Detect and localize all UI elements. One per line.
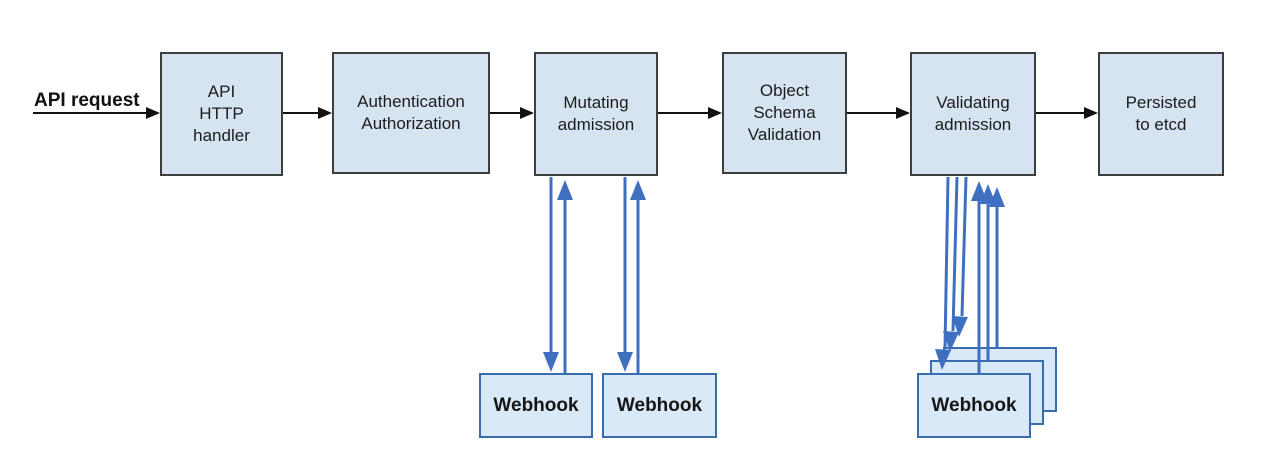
flow-arrow-schema-to-validating <box>847 107 910 119</box>
webhook-up-arrow-mutating-2 <box>630 180 646 373</box>
node-label: Object Schema Validation <box>747 81 822 144</box>
webhook-down-arrow-validating-2 <box>943 176 959 352</box>
webhook-up-arrow-validating-3 <box>989 187 1005 347</box>
webhook-down-arrow-validating-3 <box>952 176 968 337</box>
webhook-box-validating-front: Webhook <box>917 373 1031 438</box>
webhook-down-arrow-mutating-1 <box>543 177 559 372</box>
webhook-label: Webhook <box>931 394 1017 416</box>
webhook-label: Webhook <box>493 394 579 416</box>
node-label: API HTTP handler <box>193 82 250 145</box>
node-label: Authentication Authorization <box>357 92 465 133</box>
node-object-schema-validation: Object Schema Validation <box>722 52 847 174</box>
node-label: Persisted to etcd <box>1125 93 1197 134</box>
webhook-label: Webhook <box>616 394 703 416</box>
webhook-down-arrow-mutating-2 <box>617 177 633 372</box>
node-label: Validating admission <box>934 93 1012 134</box>
webhook-down-arrow-validating-1 <box>935 176 951 370</box>
webhook-up-arrow-mutating-1 <box>557 180 573 373</box>
webhook-box-mutating-2: Webhook <box>602 373 717 438</box>
webhook-up-arrow-validating-2 <box>980 184 996 360</box>
flow-arrow-handler-to-auth <box>283 107 332 119</box>
webhook-up-arrow-validating-1 <box>971 181 987 373</box>
node-authentication-authorization: Authentication Authorization <box>332 52 490 174</box>
node-persisted-to-etcd: Persisted to etcd <box>1098 52 1224 176</box>
flow-arrow-auth-to-mutating <box>490 107 534 119</box>
node-api-http-handler: API HTTP handler <box>160 52 283 176</box>
webhook-box-mutating-1: Webhook <box>479 373 593 438</box>
flow-arrow-validating-to-etcd <box>1036 107 1098 119</box>
api-request-label: API request <box>34 90 140 111</box>
node-validating-admission: Validating admission <box>910 52 1036 176</box>
node-label: Mutating admission <box>557 93 635 134</box>
node-mutating-admission: Mutating admission <box>534 52 658 176</box>
flow-arrow-mutating-to-schema <box>658 107 722 119</box>
